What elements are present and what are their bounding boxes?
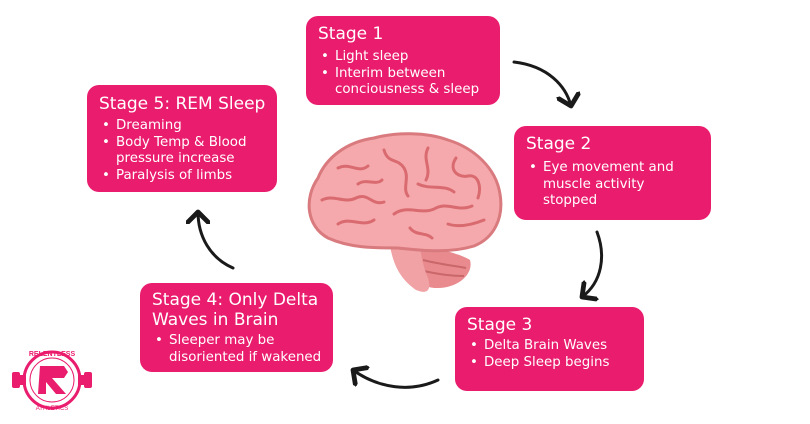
stage-1-card: Stage 1 Light sleep Interim between conc…: [306, 16, 500, 105]
stage-4-title: Stage 4: Only Delta Waves in Brain: [152, 290, 319, 330]
stage-3-title: Stage 3: [467, 315, 533, 335]
stage-3-bullet-2: Deep Sleep begins: [467, 355, 634, 372]
logo-text: RELENTLESS: [29, 351, 76, 358]
relentless-logo: RELENTLESS ATHLETICS: [12, 350, 92, 412]
arrow-3-path: [353, 370, 440, 389]
arrow-2-path: [582, 230, 604, 297]
stage-3-bullet-1: Delta Brain Waves: [467, 338, 634, 355]
arrow-4-path: [198, 212, 235, 270]
stage-5-bullet-3: Paralysis of limbs: [99, 168, 269, 185]
stage-4-card: Stage 4: Only Delta Waves in Brain Sleep…: [140, 283, 333, 372]
stage-1-bullet-1: Light sleep: [318, 49, 490, 66]
stage-5-list: Dreaming Body Temp & Blood pressure incr…: [99, 118, 269, 184]
stage-3-list: Delta Brain Waves Deep Sleep begins: [467, 338, 634, 371]
stage-5-card: Stage 5: REM Sleep Dreaming Body Temp & …: [87, 85, 277, 192]
stage-5-title: Stage 5: REM Sleep: [99, 94, 266, 114]
stage-2-bullet-1: Eye movement and muscle activity stopped: [526, 160, 701, 210]
stage-5-bullet-2: Body Temp & Blood pressure increase: [99, 135, 269, 168]
stage-3-card: Stage 3 Delta Brain Waves Deep Sleep beg…: [455, 307, 644, 391]
stage-1-bullet-2: Interim between conciousness & sleep: [318, 66, 490, 99]
stage-1-title: Stage 1: [318, 24, 384, 44]
stage-2-list: Eye movement and muscle activity stopped: [526, 160, 701, 210]
arrow-1-path: [512, 60, 571, 106]
stage-2-card: Stage 2 Eye movement and muscle activity…: [514, 126, 711, 220]
stage-1-list: Light sleep Interim between conciousness…: [318, 49, 490, 99]
logo-subtext: ATHLETICS: [36, 406, 69, 412]
stage-5-bullet-1: Dreaming: [99, 118, 269, 135]
brain-illustration: [307, 132, 503, 292]
stage-4-bullet-1: Sleeper may be disoriented if wakened: [152, 333, 325, 366]
stage-4-list: Sleeper may be disoriented if wakened: [152, 333, 325, 366]
stage-2-title: Stage 2: [526, 134, 592, 154]
